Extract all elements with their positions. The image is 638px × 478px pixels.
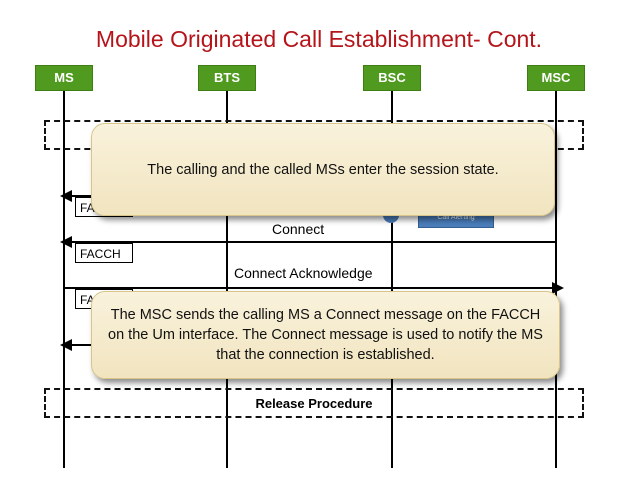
page-title: Mobile Originated Call Establishment- Co… bbox=[95, 26, 543, 52]
lifeline-bsc bbox=[391, 90, 393, 468]
lane-header-bts: BTS bbox=[198, 65, 256, 91]
callout-connect-message: The MSC sends the calling MS a Connect m… bbox=[91, 291, 560, 379]
arrowhead-connect bbox=[60, 236, 72, 248]
arrow-line-connect-ack bbox=[64, 287, 554, 289]
lane-header-bsc: BSC bbox=[363, 65, 421, 91]
lifeline-msc bbox=[555, 90, 557, 468]
channel-label-facch: FACCH bbox=[75, 243, 133, 263]
message-connect-acknowledge: Connect Acknowledge bbox=[234, 265, 373, 281]
message-connect: Connect bbox=[272, 221, 325, 237]
lane-header-msc: MSC bbox=[527, 65, 585, 91]
release-dashed-box bbox=[44, 388, 584, 418]
arrow-line-connect bbox=[66, 241, 556, 243]
release-procedure-label: Release Procedure bbox=[255, 396, 373, 411]
arrowhead-1 bbox=[60, 190, 72, 202]
arrow-line-4 bbox=[66, 344, 96, 346]
callout-session-state: The calling and the called MSs enter the… bbox=[91, 123, 555, 216]
lifeline-bts bbox=[226, 90, 228, 468]
lifeline-ms bbox=[63, 90, 65, 468]
arrowhead-connect-ack bbox=[552, 282, 564, 294]
lane-header-ms: MS bbox=[35, 65, 93, 91]
